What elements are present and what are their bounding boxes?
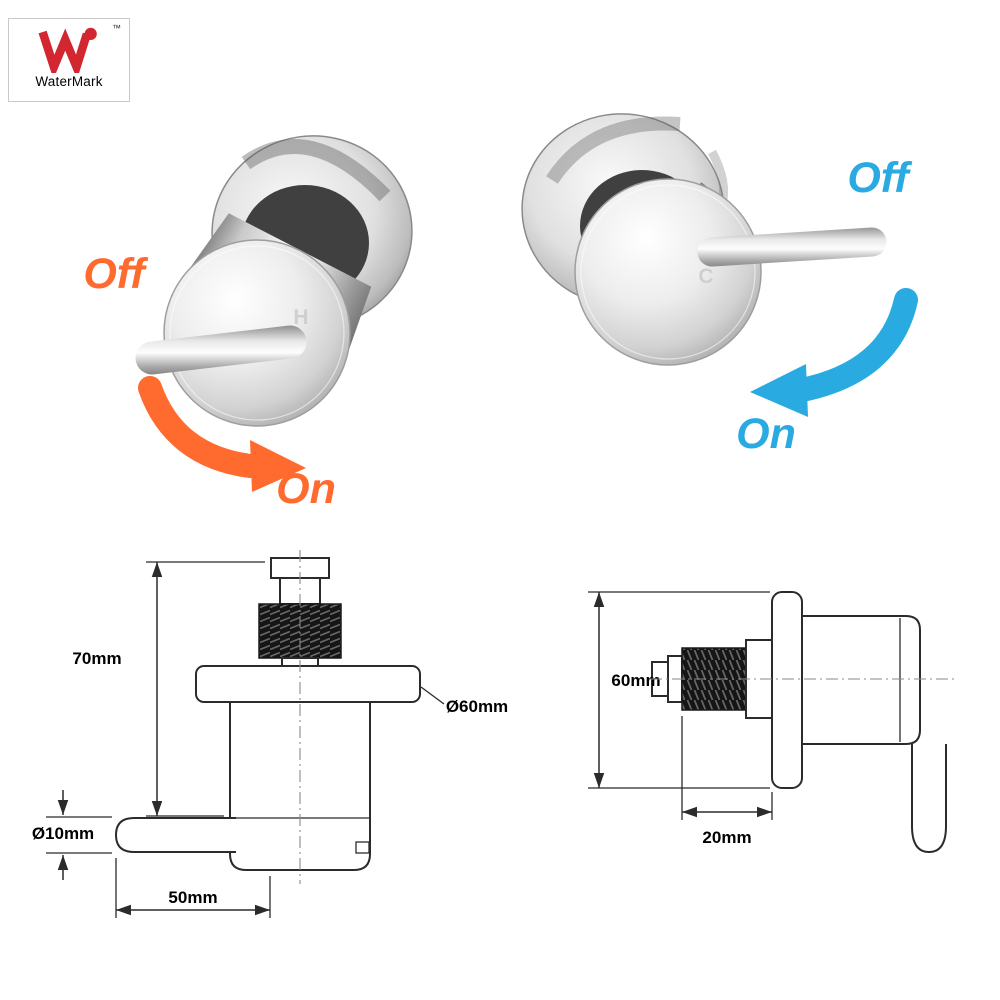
watermark-dot-shape: [84, 27, 97, 41]
dim-label-70mm: 70mm: [72, 649, 121, 668]
cold-face-ring: [580, 184, 756, 360]
dim-height-60mm: 60mm: [588, 591, 770, 789]
watermark-label: WaterMark: [35, 74, 103, 89]
cold-tap-photo: C: [521, 113, 887, 366]
dim-plate-diameter: Ø60mm: [420, 686, 508, 716]
dim-depth-20mm: 20mm: [681, 716, 773, 847]
hot-lever-handle: [135, 325, 307, 375]
hot-arrow-curve: [138, 376, 262, 478]
lever-side-view: [114, 817, 236, 853]
flange-plate: [195, 665, 421, 703]
dim-lever-length: 50mm: [115, 858, 271, 918]
hot-off-label: Off: [83, 250, 148, 298]
flange-plate: [771, 591, 803, 789]
hot-tap-photo: H: [135, 135, 413, 427]
hot-face-ring: [169, 245, 345, 421]
dim-lever-diameter: Ø10mm: [32, 790, 112, 880]
dim-label-50mm: 50mm: [168, 888, 217, 907]
handle-body: [801, 615, 921, 745]
watermark-w-shape: [38, 28, 91, 73]
cold-handle-face: [574, 178, 762, 366]
cold-off-label: Off: [847, 154, 912, 202]
thread-section: [681, 647, 747, 711]
right-technical-drawing: 60mm 20mm: [588, 591, 958, 854]
dim-label-10mm-dia: Ø10mm: [32, 824, 94, 843]
leader-line: [420, 686, 445, 705]
watermark-certification-badge: ™ WaterMark: [8, 18, 130, 102]
dim-label-60mm-dia: Ø60mm: [446, 697, 508, 716]
cold-on-label: On: [736, 410, 796, 458]
lever-side-view: [911, 744, 947, 854]
escutcheon-reflection: [546, 116, 681, 184]
grub-screw: [355, 841, 370, 854]
hot-arrow-head: [250, 440, 306, 492]
watermark-logo-icon: [38, 27, 97, 73]
cold-arrow-head: [750, 364, 808, 417]
escutcheon-reflection: [241, 139, 391, 202]
cold-lever-handle: [697, 227, 887, 267]
dim-label-20mm: 20mm: [702, 828, 751, 847]
left-technical-drawing: 70mm Ø60mm Ø10mm 50mm: [32, 550, 508, 918]
hot-handle-letter: H: [293, 306, 308, 329]
hot-rotation-arrow: [138, 376, 306, 492]
trademark-symbol: ™: [112, 23, 121, 33]
cold-handle-letter: C: [698, 265, 713, 288]
dim-height-70mm: 70mm: [72, 561, 265, 817]
dim-label-60mm: 60mm: [611, 671, 660, 690]
cold-arrow-curve: [790, 288, 918, 402]
cold-rotation-arrow: [750, 288, 918, 417]
